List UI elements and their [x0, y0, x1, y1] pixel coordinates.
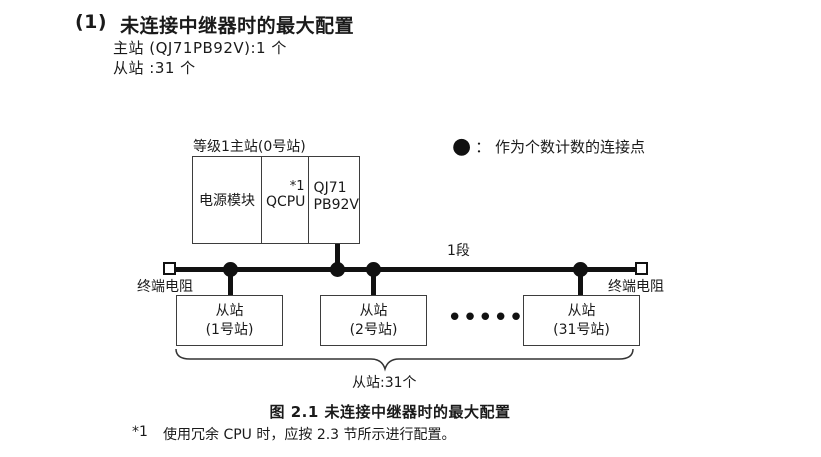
- cpu-footnote-marker: *1: [289, 179, 305, 194]
- footnote-text: 使用冗余 CPU 时，应按 2.3 节所示进行配置。: [163, 427, 456, 443]
- legend: ● ： 作为个数计数的连接点: [452, 133, 645, 159]
- brace-label: 从站:31个: [352, 375, 417, 391]
- cpu-module-cell: *1 QCPU: [262, 157, 309, 243]
- segment-label: 1段: [447, 243, 470, 259]
- power-module-cell: 电源模块: [193, 157, 262, 243]
- cpu-module-label: QCPU: [265, 194, 306, 210]
- slave2-connector-line: [371, 270, 376, 296]
- section-heading: (1) 未连接中继器时的最大配置: [75, 11, 354, 38]
- terminator-right-square: [635, 262, 648, 275]
- section-title: 未连接中继器时的最大配置: [120, 15, 355, 37]
- connection-dot: [366, 262, 381, 277]
- bus-line: [170, 267, 642, 272]
- terminator-right-label: 终端电阻: [608, 279, 664, 295]
- master-count-line: 主站 (QJ71PB92V):1 个: [113, 39, 287, 57]
- terminator-left-square: [163, 262, 176, 275]
- connection-dot: [573, 262, 588, 277]
- slave-station-box-31: 从站 (31号站): [523, 295, 640, 346]
- figure-caption: 图 2.1 未连接中继器时的最大配置: [269, 403, 511, 421]
- network-module-cell: QJ71 PB92V: [313, 180, 359, 213]
- slave-count-line: 从站 :31 个: [113, 59, 196, 77]
- legend-text: ： 作为个数计数的连接点: [475, 138, 645, 156]
- slave-station-box-2: 从站 (2号站): [320, 295, 427, 346]
- section-number: (1): [75, 11, 108, 33]
- terminator-left-label: 终端电阻: [137, 279, 193, 295]
- slave-station-box-1: 从站 (1号站): [176, 295, 283, 346]
- slave1-connector-line: [228, 270, 233, 296]
- connection-dot: [330, 262, 345, 277]
- master-station-label: 等级1主站(0号站): [193, 139, 306, 155]
- connection-dot: [223, 262, 238, 277]
- footnote-marker: *1: [132, 424, 148, 440]
- footnote: *1 使用冗余 CPU 时，应按 2.3 节所示进行配置。: [132, 424, 456, 444]
- master-station-box: 电源模块 *1 QCPU QJ71 PB92V: [192, 156, 360, 244]
- connection-point-icon: ●: [452, 133, 472, 159]
- brace-graphic: [175, 348, 634, 372]
- master-connector-line: [335, 244, 340, 269]
- slave31-connector-line: [578, 270, 583, 296]
